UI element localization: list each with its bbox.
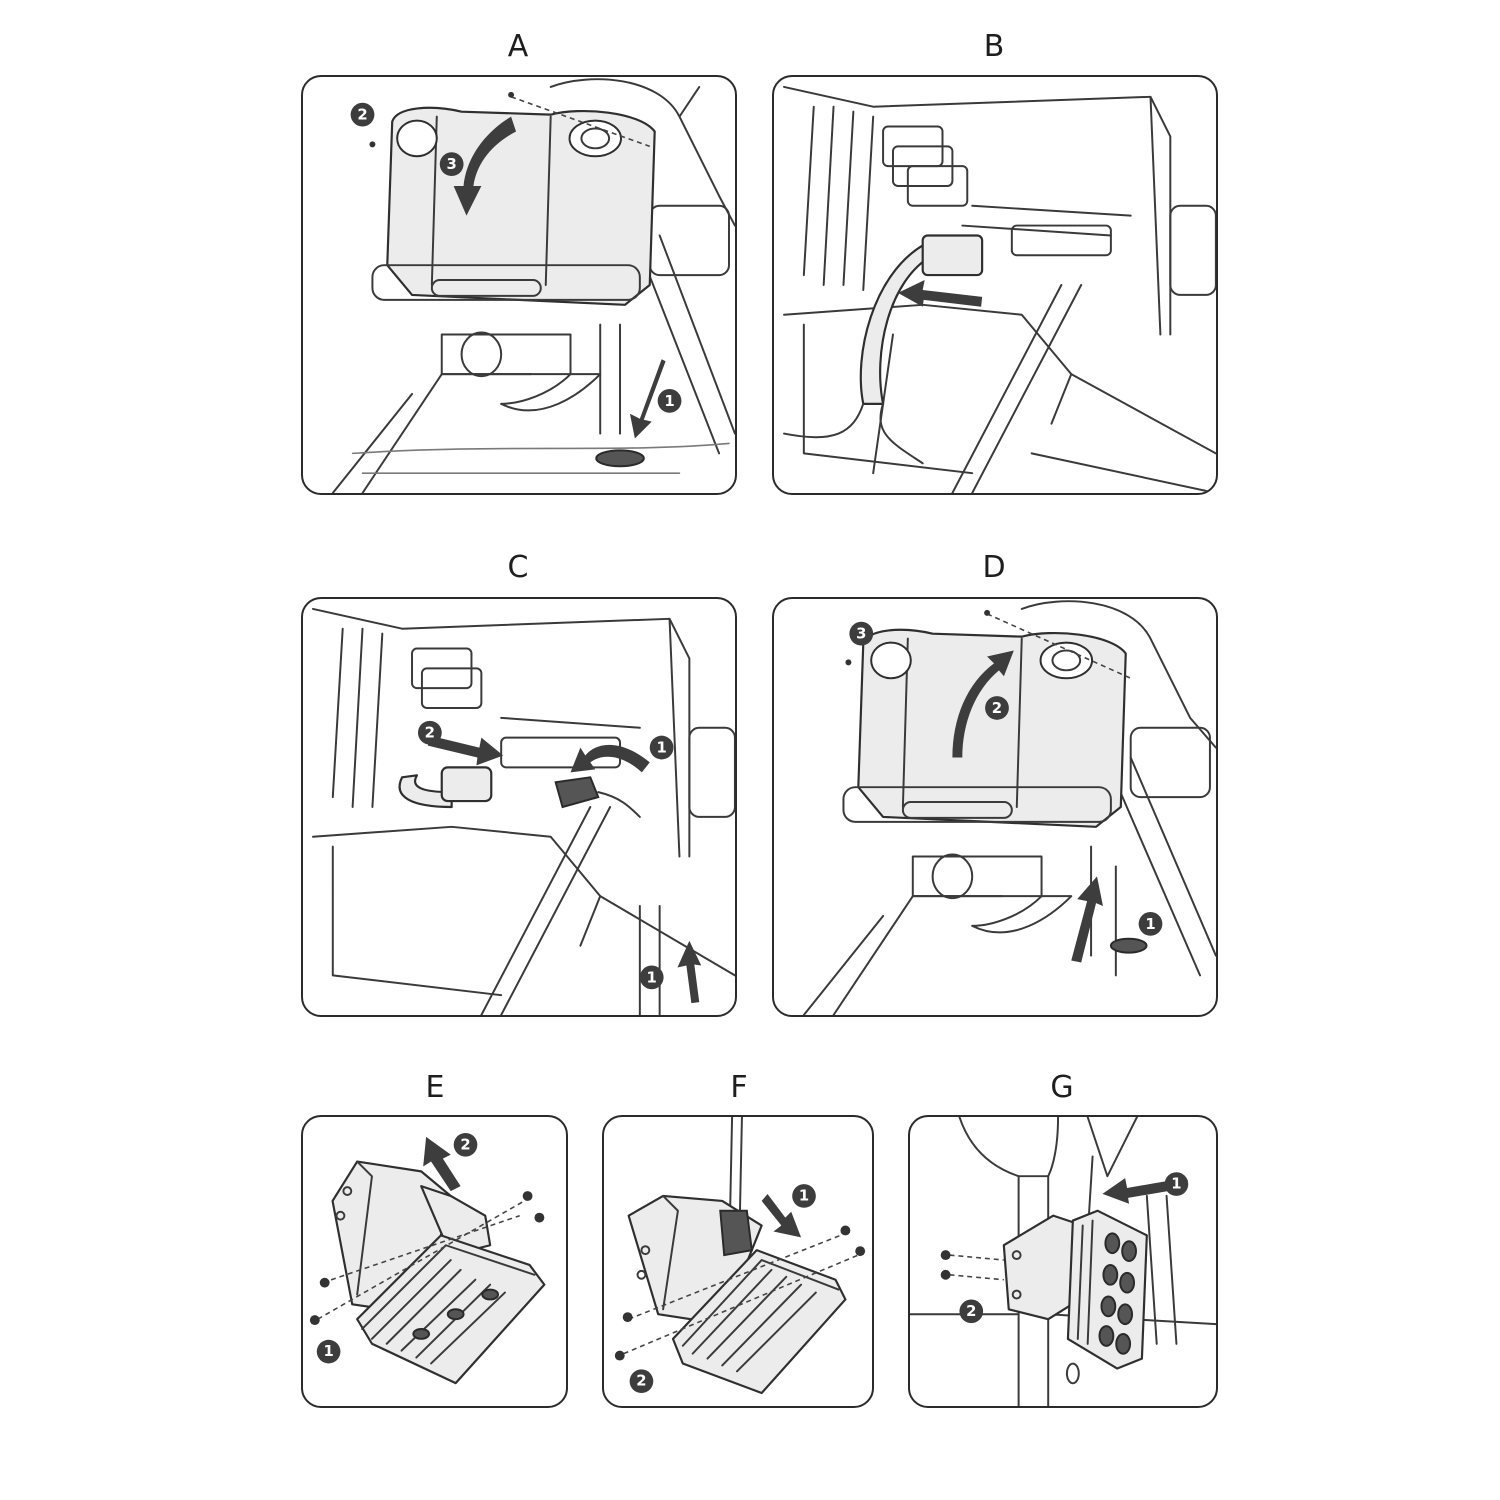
step-label-e: E: [425, 1070, 445, 1105]
badge-d-3: 3: [849, 621, 874, 646]
badge-g-2: 2: [959, 1299, 984, 1324]
badge-e-2: 2: [453, 1132, 478, 1157]
badge-a-1: 1: [657, 389, 682, 413]
svg-text:2: 2: [636, 1373, 646, 1390]
svg-text:2: 2: [357, 106, 367, 124]
svg-text:1: 1: [664, 392, 674, 410]
illustration-step-e: 1 2: [309, 1132, 546, 1385]
badge-f-1: 1: [792, 1184, 816, 1208]
badge-a-2: 2: [350, 102, 375, 127]
svg-text:1: 1: [647, 968, 657, 986]
svg-text:1: 1: [1171, 1176, 1181, 1193]
panel-step-c: 1 2 1: [301, 597, 737, 1017]
badge-c-1-bottom: 1: [639, 965, 664, 990]
svg-text:1: 1: [1145, 915, 1155, 933]
panel-step-g: 1 2: [908, 1115, 1218, 1408]
badge-d-2: 2: [985, 696, 1009, 720]
step-label-c: C: [507, 550, 529, 585]
panel-step-d: 1 2 3: [772, 597, 1218, 1017]
badge-a-3: 3: [439, 152, 464, 177]
svg-text:1: 1: [323, 1343, 333, 1360]
illustration-step-d: 1 2 3: [802, 600, 1216, 1015]
svg-text:2: 2: [992, 699, 1002, 717]
panel-step-f: 1 2: [602, 1115, 874, 1408]
svg-text:2: 2: [966, 1303, 976, 1320]
illustration-step-b: [783, 85, 1216, 493]
step-label-f: F: [730, 1070, 748, 1105]
badge-f-2: 2: [629, 1369, 654, 1394]
svg-text:3: 3: [856, 625, 866, 643]
svg-text:2: 2: [425, 724, 435, 742]
svg-text:1: 1: [799, 1187, 809, 1204]
illustration-step-g: 1 2: [910, 1117, 1216, 1406]
step-label-b: B: [983, 29, 1005, 64]
step-label-g: G: [1050, 1070, 1074, 1105]
badge-d-1: 1: [1138, 911, 1163, 936]
badge-c-2: 2: [417, 720, 442, 745]
badge-e-1: 1: [316, 1339, 341, 1364]
illustration-step-c: 1 2 1: [311, 607, 735, 1015]
illustration-step-f: 1 2: [614, 1117, 866, 1395]
panel-step-b: [772, 75, 1218, 495]
panel-step-a: 1 2 3: [301, 75, 737, 495]
svg-text:2: 2: [460, 1136, 470, 1153]
svg-text:1: 1: [656, 739, 666, 757]
step-label-a: A: [507, 29, 529, 64]
badge-c-1-top: 1: [649, 735, 674, 760]
step-label-d: D: [982, 550, 1006, 585]
panel-step-e: 1 2: [301, 1115, 568, 1408]
illustration-step-a: 1 2 3: [331, 78, 735, 493]
svg-text:3: 3: [446, 155, 456, 173]
badge-g-1: 1: [1164, 1172, 1189, 1196]
